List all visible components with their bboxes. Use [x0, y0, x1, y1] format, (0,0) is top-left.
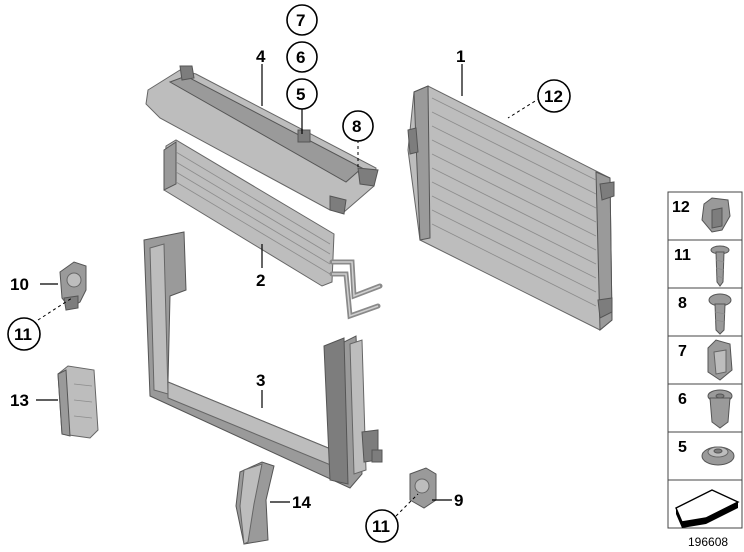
- frame-part: [143, 231, 383, 489]
- screw-fastener-icon: [710, 245, 730, 287]
- radiator-part: [407, 85, 615, 332]
- direction-arrow-icon: [675, 489, 740, 528]
- bottom-bracket-part-9: [409, 467, 437, 509]
- leader-lines: [36, 64, 541, 517]
- grommet-icon: [701, 446, 735, 466]
- callout-7: 7: [296, 11, 305, 30]
- callout-11-bottom: 11: [372, 517, 390, 536]
- legend-label-12: 12: [672, 199, 690, 216]
- callout-labels: 1 4 2 3 10 13 14 9 7 6 5 8 12 11 11: [7, 4, 571, 543]
- callout-6: 6: [296, 48, 305, 67]
- rivet-nut-icon: [707, 389, 733, 429]
- callout-11-left: 11: [14, 325, 32, 344]
- callout-8: 8: [352, 117, 361, 136]
- left-duct-part-13: [57, 365, 99, 439]
- clip-fastener-icon: [701, 197, 731, 233]
- legend-label-6: 6: [678, 391, 687, 408]
- fastener-legend: 12 11 8 7 6 5: [667, 191, 743, 529]
- top-bracket-part: [145, 65, 379, 215]
- radiator-fins: [431, 97, 597, 307]
- air-guide-part-14: [235, 461, 275, 545]
- legend-label-5: 5: [678, 439, 687, 456]
- callout-10: 10: [10, 275, 29, 294]
- callout-2: 2: [256, 271, 265, 290]
- callout-5: 5: [296, 85, 305, 104]
- expanding-nut-icon: [707, 339, 733, 381]
- callout-12: 12: [544, 87, 563, 106]
- legend-label-7: 7: [678, 343, 687, 360]
- callout-13: 13: [10, 391, 29, 410]
- callout-4: 4: [256, 47, 266, 66]
- callout-9: 9: [454, 491, 463, 510]
- left-bracket-part-10: [59, 261, 87, 311]
- legend-label-11: 11: [674, 247, 691, 264]
- flange-screw-fastener-icon: [708, 293, 732, 335]
- callout-1: 1: [456, 47, 465, 66]
- legend-label-8: 8: [678, 295, 687, 312]
- callout-3: 3: [256, 371, 265, 390]
- cooler-pipes: [329, 259, 383, 320]
- document-number: 196608: [688, 535, 728, 549]
- callout-14: 14: [292, 493, 311, 512]
- oil-cooler-part: [163, 139, 383, 320]
